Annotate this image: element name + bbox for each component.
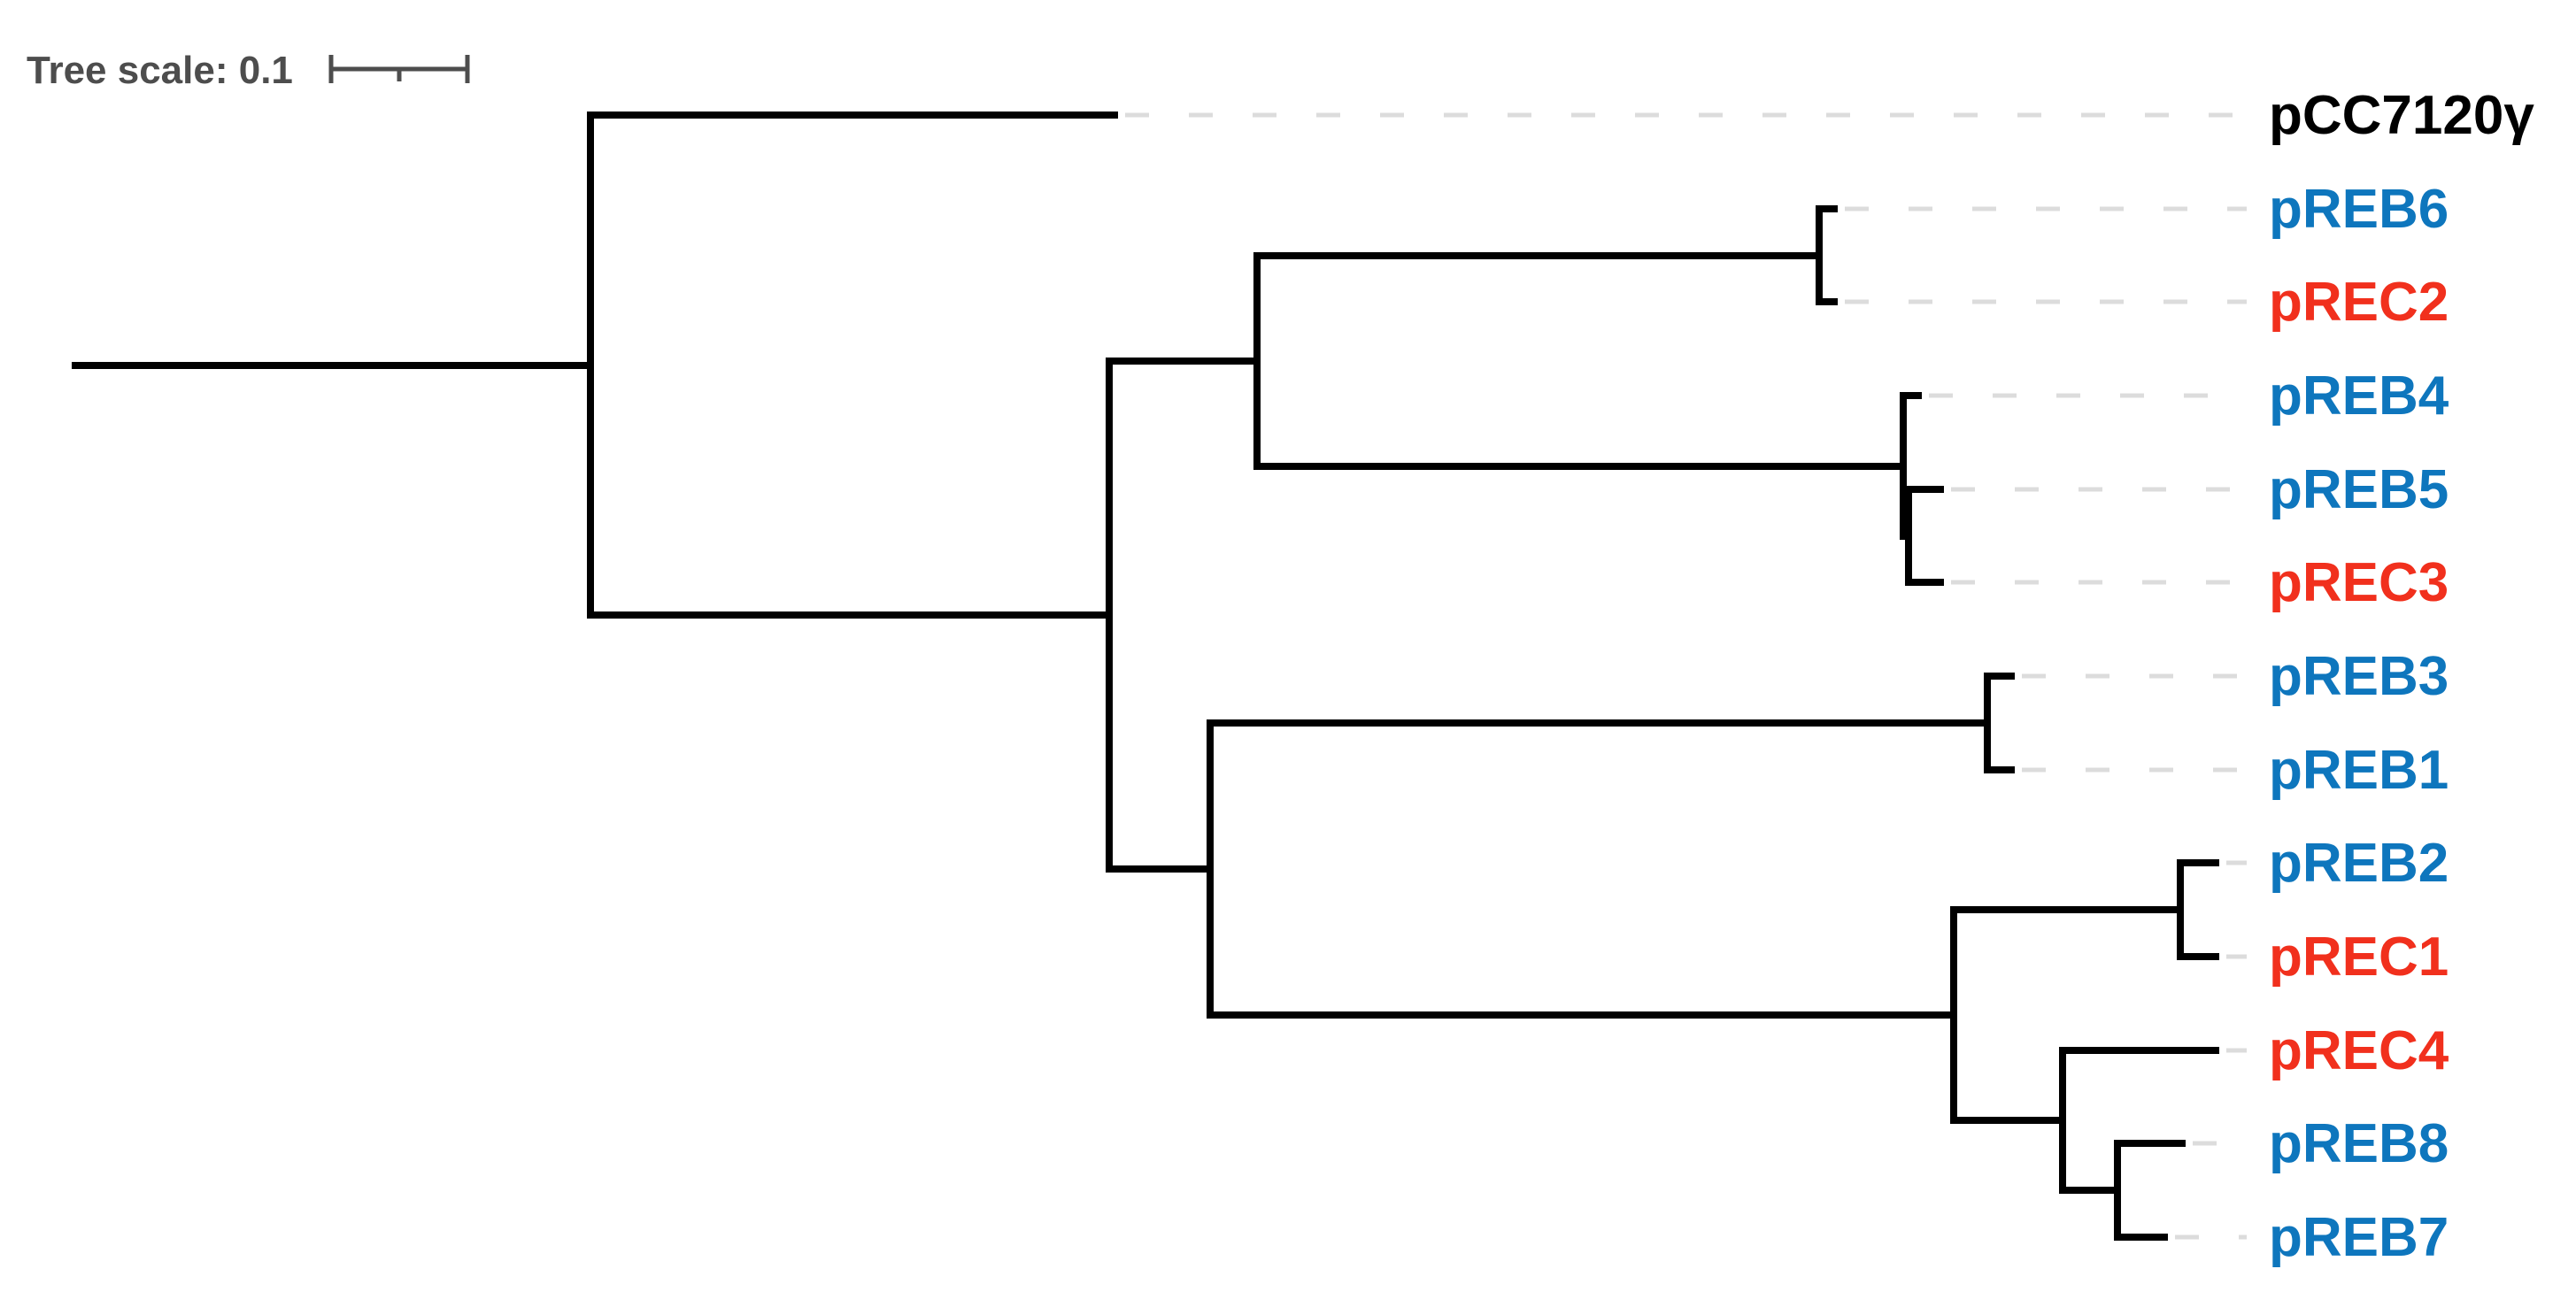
- leaf-label-pREC3[interactable]: pREC3: [2269, 552, 2449, 613]
- leaf-label-pREC1[interactable]: pREC1: [2269, 927, 2449, 988]
- leaf-label-pREB8[interactable]: pREB8: [2269, 1113, 2449, 1174]
- leaf-label-pREB2[interactable]: pREB2: [2269, 833, 2449, 894]
- tree-scale-bar: [328, 55, 470, 83]
- tree-scale: Tree scale: 0.1: [27, 49, 470, 92]
- tree-scale-label: Tree scale: 0.1: [27, 49, 293, 92]
- leaf-labels: pCC7120γ pREB6 pREC2 pREB4 pREB5 pREC3 pREB3 pR…: [2269, 85, 2534, 1268]
- leaf-label-pREB6[interactable]: pREB6: [2269, 179, 2449, 240]
- leaf-label-pREC2[interactable]: pREC2: [2269, 272, 2449, 333]
- leaf-leader-lines: [1125, 112, 2247, 1240]
- leaf-label-pREB4[interactable]: pREB4: [2269, 365, 2449, 427]
- leaf-label-pREB3[interactable]: pREB3: [2269, 646, 2449, 707]
- tree-branches: [72, 112, 2219, 1241]
- leaf-label-pCC7120γ[interactable]: pCC7120γ: [2269, 85, 2534, 146]
- leaf-label-pREB5[interactable]: pREB5: [2269, 459, 2449, 520]
- leaf-label-pREC4[interactable]: pREC4: [2269, 1020, 2449, 1081]
- leaf-label-pREB1[interactable]: pREB1: [2269, 740, 2449, 801]
- leaf-label-pREB7[interactable]: pREB7: [2269, 1207, 2449, 1268]
